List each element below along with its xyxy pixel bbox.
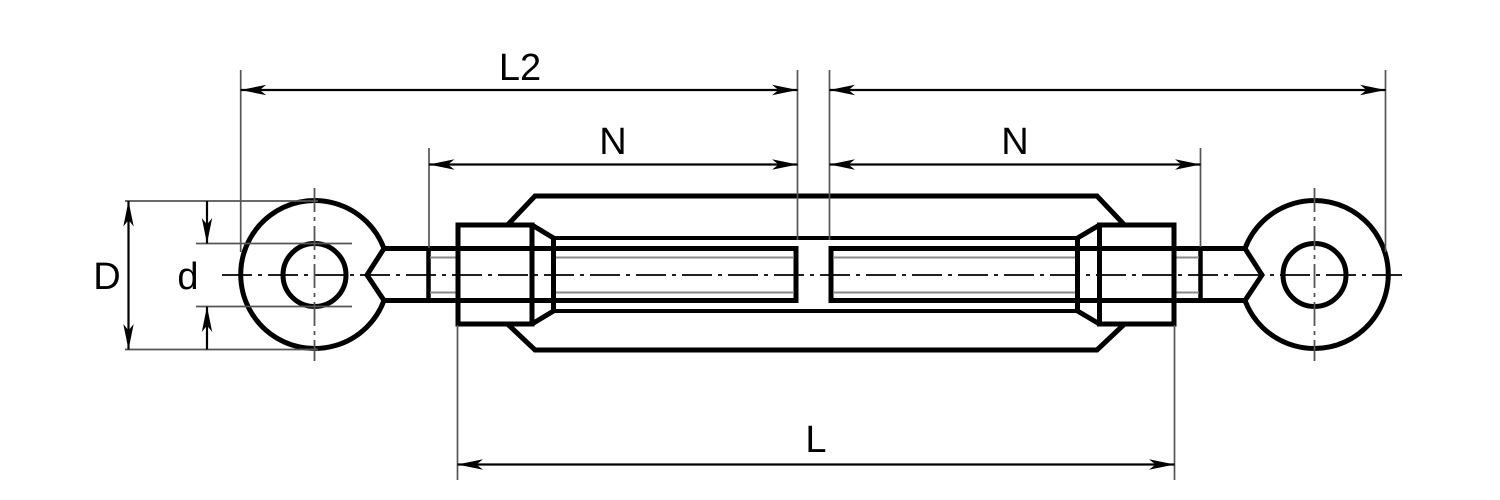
extension-lines — [125, 70, 1387, 480]
label-l2: L2 — [499, 47, 541, 89]
label-n-left: N — [599, 121, 626, 163]
label-d-hole: d — [177, 256, 198, 298]
frame-window-edges — [553, 236, 1078, 313]
label-l: L — [805, 419, 826, 461]
label-d-outer: D — [93, 256, 120, 298]
body-frame — [505, 193, 1127, 353]
thread-core-lines — [430, 256, 1199, 294]
label-n-right: N — [1001, 121, 1028, 163]
